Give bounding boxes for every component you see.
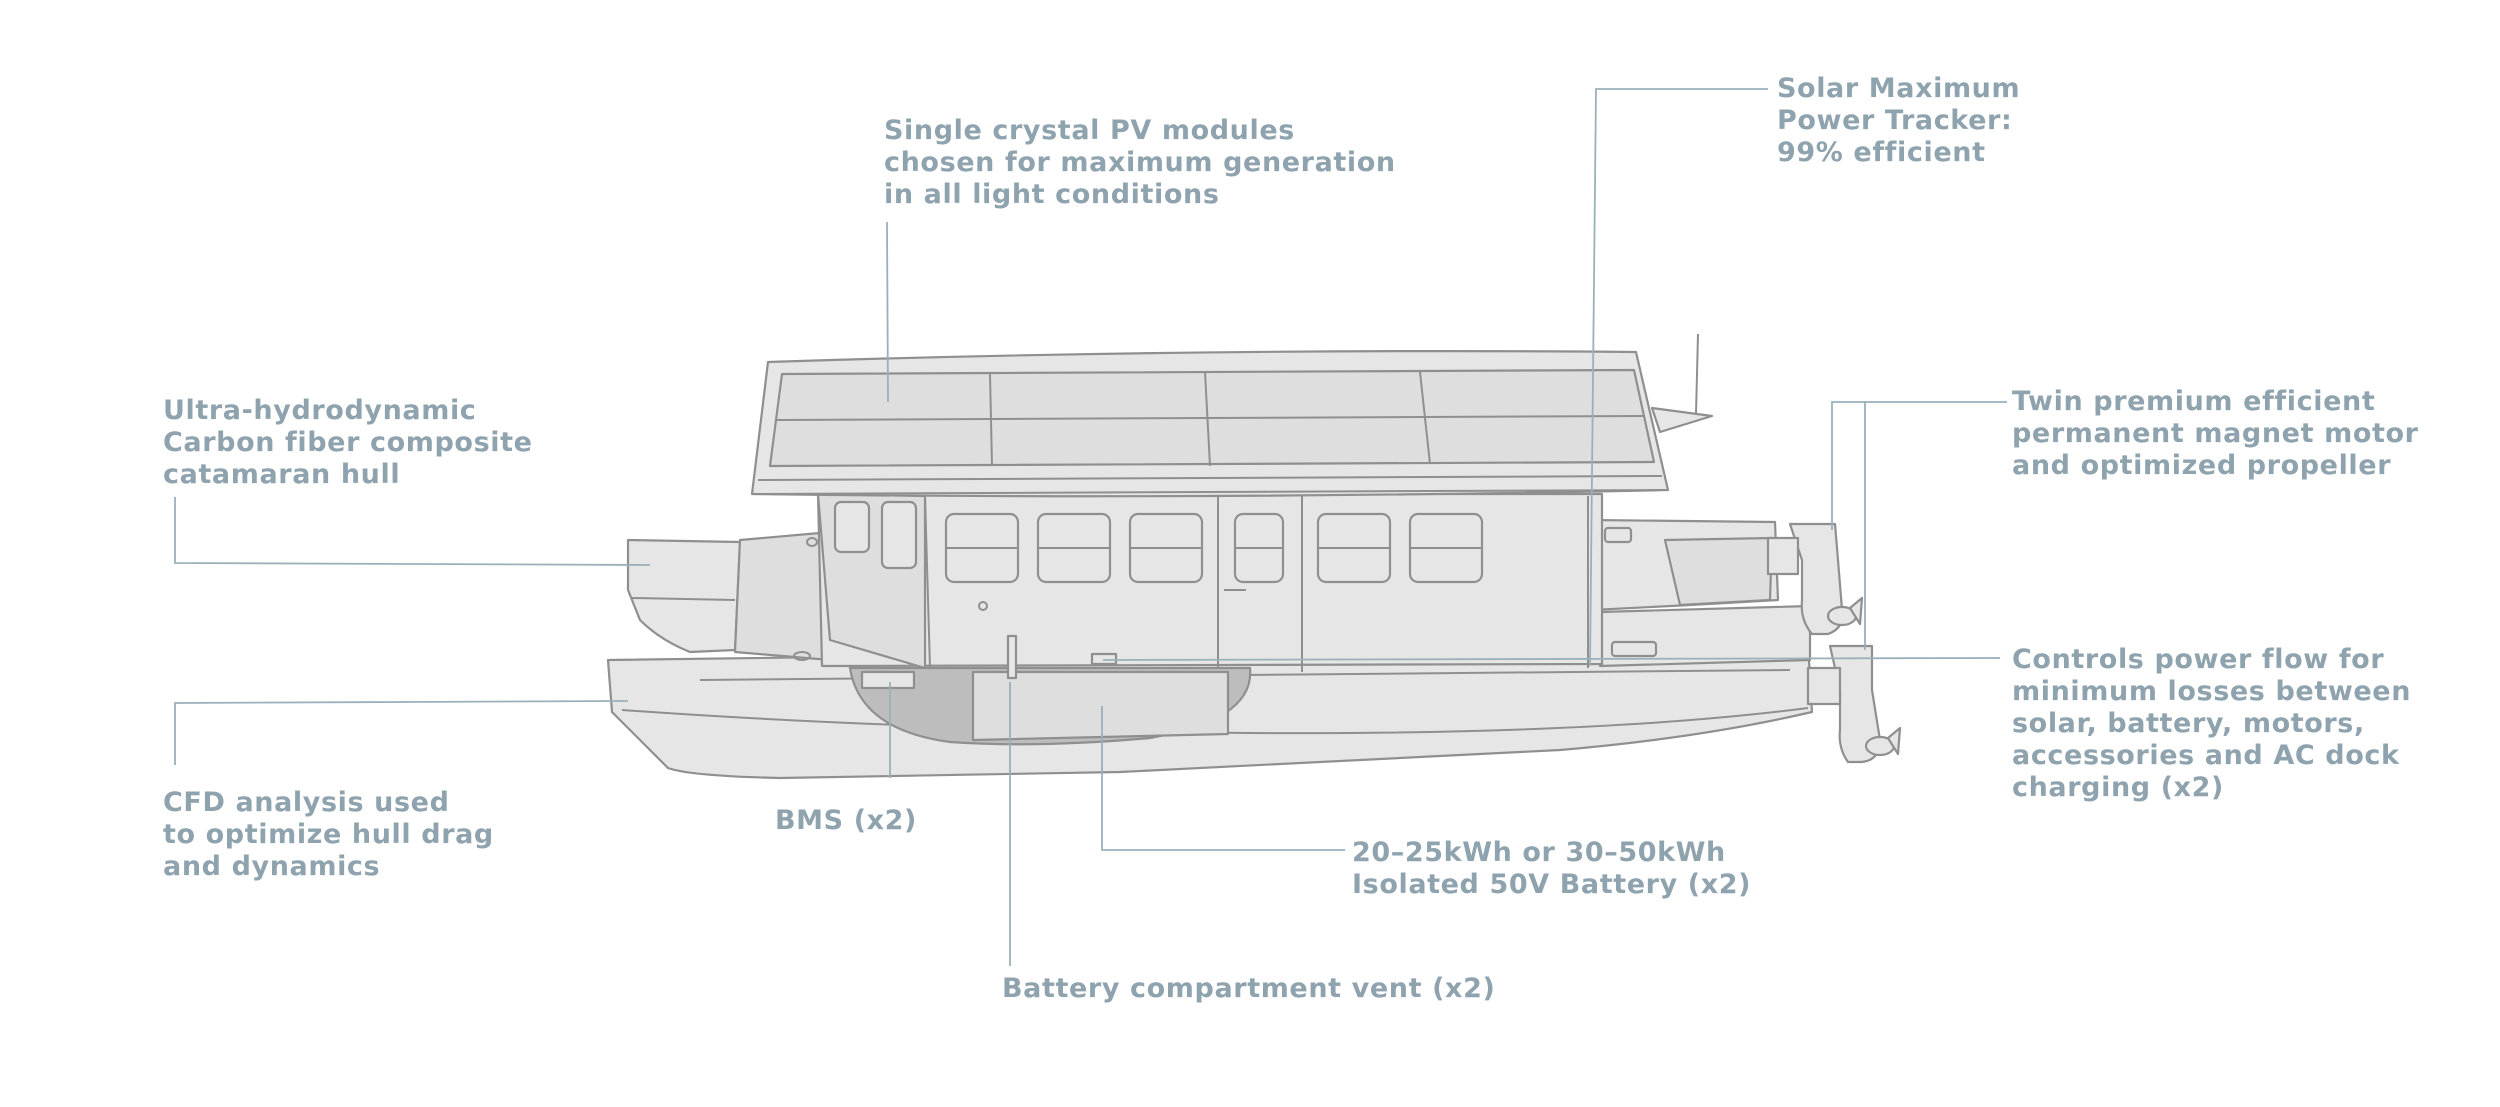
vent-label: Battery compartment vent (x2) xyxy=(1002,973,1495,1005)
bms-label: BMS (x2) xyxy=(775,805,917,837)
bow-deck xyxy=(628,533,830,660)
callout-pv xyxy=(887,222,888,402)
motor-lower xyxy=(1808,646,1900,762)
callout-hull xyxy=(175,497,650,565)
cabin xyxy=(794,494,1656,672)
callout-cfd xyxy=(175,701,628,765)
solar-roof xyxy=(752,334,1712,496)
